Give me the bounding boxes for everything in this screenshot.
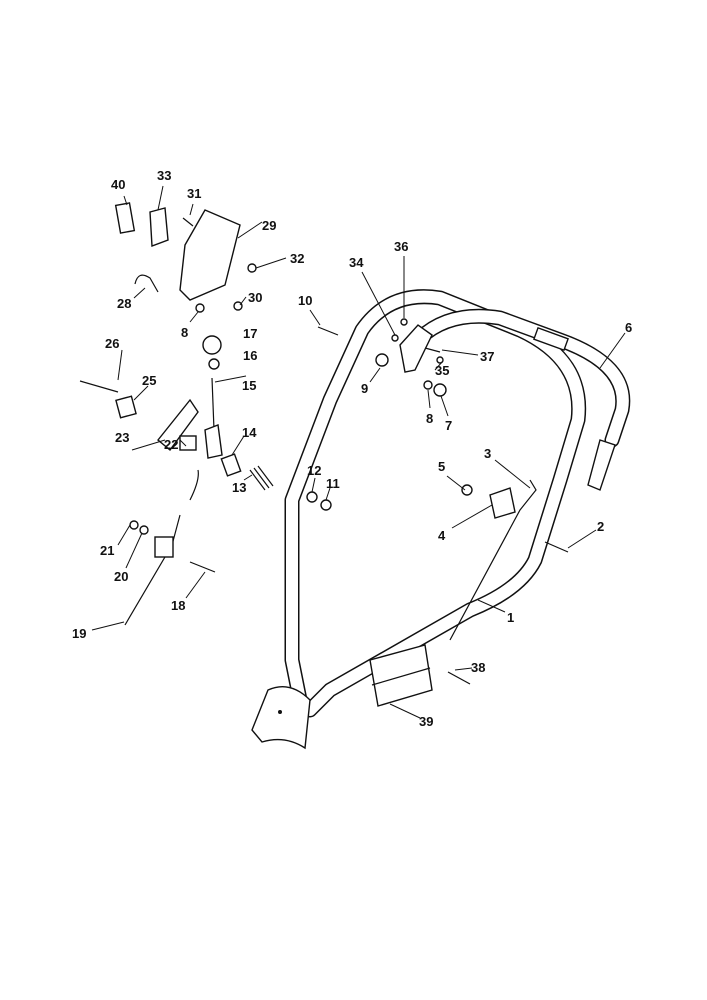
label-26: 26 xyxy=(105,336,119,351)
label-1: 1 xyxy=(507,610,514,625)
part-labels: 1 2 3 4 5 6 7 8 8 9 10 11 12 13 14 15 16… xyxy=(72,168,632,729)
label-13: 13 xyxy=(232,480,246,495)
label-22: 22 xyxy=(164,437,178,452)
label-4: 4 xyxy=(438,528,446,543)
label-33: 33 xyxy=(157,168,171,183)
label-6: 6 xyxy=(625,320,632,335)
label-18: 18 xyxy=(171,598,185,613)
label-3: 3 xyxy=(484,446,491,461)
label-8b: 8 xyxy=(426,411,433,426)
label-35: 35 xyxy=(435,363,449,378)
label-28: 28 xyxy=(117,296,131,311)
label-39: 39 xyxy=(419,714,433,729)
label-17: 17 xyxy=(243,326,257,341)
leader-lines xyxy=(91,185,626,719)
label-8a: 8 xyxy=(181,325,188,340)
label-11: 11 xyxy=(326,476,340,491)
label-10: 10 xyxy=(298,293,312,308)
label-31: 31 xyxy=(187,186,201,201)
label-34: 34 xyxy=(349,255,364,270)
handle-frame xyxy=(251,289,587,750)
label-21: 21 xyxy=(100,543,114,558)
label-7: 7 xyxy=(445,418,452,433)
label-2: 2 xyxy=(597,519,604,534)
label-15: 15 xyxy=(242,378,256,393)
label-9: 9 xyxy=(361,381,368,396)
label-16: 16 xyxy=(243,348,257,363)
label-37: 37 xyxy=(480,349,494,364)
label-30: 30 xyxy=(248,290,262,305)
label-5: 5 xyxy=(438,459,445,474)
label-14: 14 xyxy=(242,425,257,440)
label-40: 40 xyxy=(111,177,125,192)
label-32: 32 xyxy=(290,251,304,266)
label-25: 25 xyxy=(142,373,156,388)
label-20: 20 xyxy=(114,569,128,584)
label-19: 19 xyxy=(72,626,86,641)
label-38: 38 xyxy=(471,660,485,675)
small-parts xyxy=(79,202,569,707)
upper-handle xyxy=(399,308,631,491)
label-12: 12 xyxy=(307,463,321,478)
label-23: 23 xyxy=(115,430,129,445)
label-29: 29 xyxy=(262,218,276,233)
label-36: 36 xyxy=(394,239,408,254)
